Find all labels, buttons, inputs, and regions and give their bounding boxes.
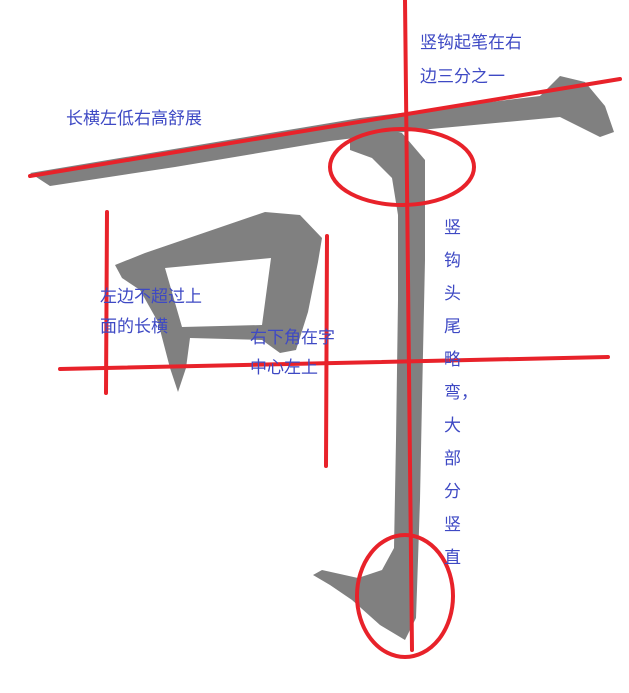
horizontal-slope-guide [28, 77, 622, 178]
annotation-bottom-right-corner: 右下角在字 中心左上 [250, 325, 335, 381]
long-horizontal-stroke [30, 76, 614, 186]
annotation-long-horizontal: 长横左低右高舒展 [66, 109, 202, 129]
mid-vertical-guide [324, 234, 329, 468]
center-horizontal-guide [58, 355, 610, 371]
mouth-radical-stroke [115, 212, 322, 392]
annotation-line: 右下角在字 [250, 328, 335, 348]
annotation-vertical-hook-start: 竖钩起笔在右 边三分之一 [420, 30, 522, 90]
bottom-hook-circle [355, 533, 455, 659]
character-strokes [30, 76, 614, 640]
left-vertical-guide [104, 210, 109, 395]
vertical-hook-stroke [313, 130, 425, 640]
annotation-line: 边三分之一 [420, 67, 505, 87]
annotation-left-side: 左边不超过上 面的长横 [100, 284, 202, 340]
annotation-line: 左边不超过上 [100, 287, 202, 307]
top-hook-circle [328, 127, 476, 207]
guide-lines [28, 0, 622, 659]
annotation-line: 面的长横 [100, 317, 168, 337]
annotation-vertical-hook-shape: 竖钩头尾略弯，大部分竖直 [444, 218, 478, 568]
annotation-line: 中心左上 [250, 358, 318, 378]
annotation-line: 竖钩起笔在右 [420, 33, 522, 53]
center-vertical-guide [403, 0, 414, 652]
